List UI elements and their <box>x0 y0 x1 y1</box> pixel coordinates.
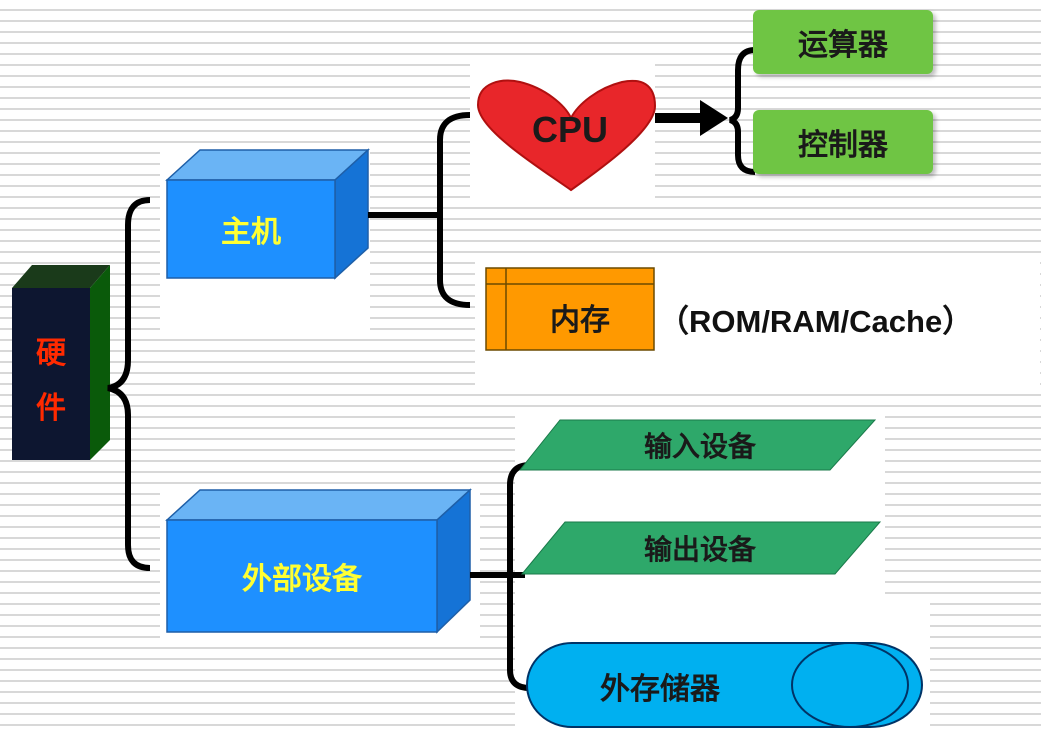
hardware-label-line2: 件 <box>36 391 66 426</box>
hardware-brace <box>107 197 151 571</box>
cpu-arrow-head <box>700 100 728 136</box>
cpu-heart <box>476 79 657 192</box>
host-label: 主机 <box>221 215 281 250</box>
output-label: 输出设备 <box>643 533 756 566</box>
host-box <box>165 148 370 280</box>
peripherals-label: 外部设备 <box>242 562 362 597</box>
controller-box <box>753 110 933 174</box>
host-brace <box>437 112 471 308</box>
cpu-label: CPU <box>531 109 608 150</box>
peripherals-brace <box>507 462 531 691</box>
memory-box <box>485 267 655 351</box>
storage-cylinder <box>526 642 923 728</box>
memory-note: （ROM/RAM/Cache） <box>658 303 974 339</box>
peripherals-box <box>165 488 472 634</box>
hardware-label-line1: 硬 <box>36 336 66 371</box>
alu-box <box>753 10 933 74</box>
input-label: 输入设备 <box>643 430 756 463</box>
memory-label: 内存 <box>550 303 610 338</box>
input-parallelogram <box>518 419 877 471</box>
alu-label: 运算器 <box>798 28 888 63</box>
cpu-brace <box>729 47 756 175</box>
output-parallelogram <box>520 521 882 575</box>
hardware-block <box>12 265 110 460</box>
storage-label: 外存储器 <box>600 672 720 707</box>
controller-label: 控制器 <box>798 128 888 163</box>
